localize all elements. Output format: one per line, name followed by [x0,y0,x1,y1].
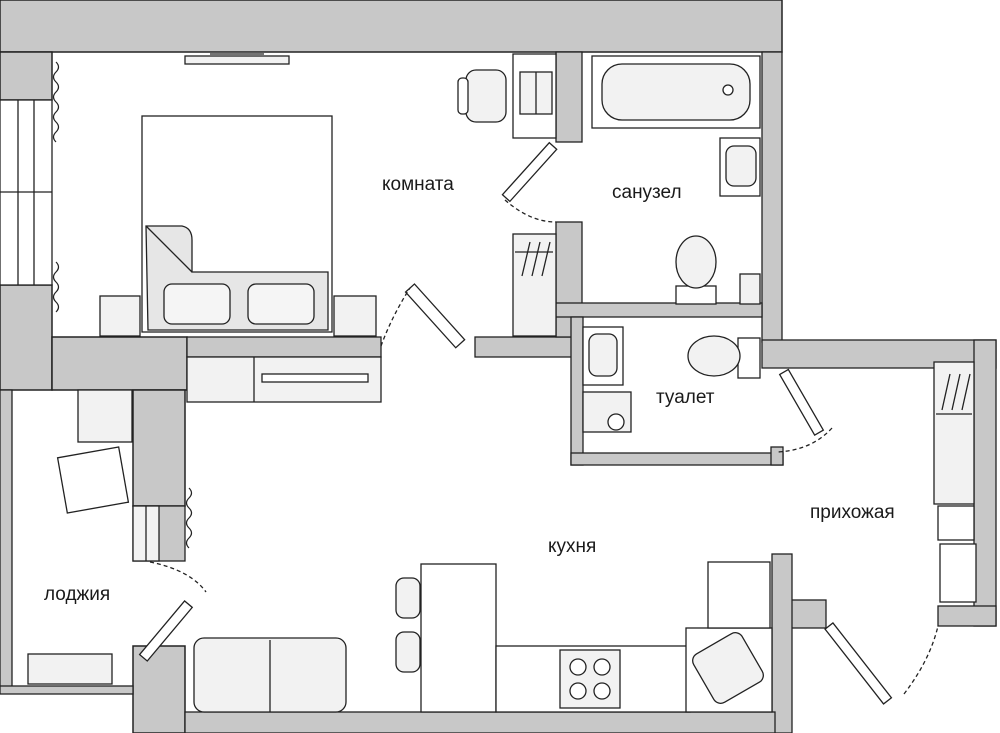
wall-left-upper [0,51,53,101]
loggia-left-rail [0,389,13,694]
door-loggia[interactable] [138,600,194,662]
pillow-right [247,283,315,325]
bathroom-fixtures [591,55,761,305]
bar-stool-2 [395,631,421,673]
wall-kitchen-bottom [184,711,776,733]
toilet-bowl [737,337,761,379]
wall-left-lower [0,284,53,391]
curtains [52,61,193,549]
label-room: комната [382,174,454,195]
wall-top [0,0,783,53]
partition-bath-right [761,51,783,343]
label-hallway: прихожая [810,502,895,523]
wardrobe-room [512,233,557,337]
nightstand-right [333,295,377,337]
door-room[interactable] [404,283,466,349]
kitchen-furniture [27,389,773,713]
wall-room-bottom-left [51,336,188,391]
label-kitchen: кухня [548,536,596,557]
label-loggia: лоджия [44,584,110,605]
partition-toilet-right [770,446,784,466]
washer [739,273,761,305]
tv [184,55,290,65]
loggia-bottom-rail [0,685,134,695]
bar-stool-1 [395,577,421,619]
room-furniture [99,53,557,403]
windows [0,99,160,562]
nightstand-left [99,295,141,337]
hall-pouf [937,505,975,541]
partition-bath-toilet [555,302,763,318]
pillow-left [163,283,231,325]
door-entrance[interactable] [824,622,893,705]
partition-room-bottom [186,336,382,358]
doors [138,141,939,705]
label-bathroom: санузел [612,182,682,203]
partition-bath-left-top [555,51,583,143]
cooktop [559,649,621,709]
shoe-rack [939,543,977,603]
wall-kitchen-right [771,553,793,733]
door-bathroom[interactable] [501,141,558,203]
walls [0,0,783,733]
door-toilet[interactable] [778,368,825,437]
washing-machine [582,391,632,433]
partition-toilet-bottom [570,452,784,466]
bath-toilet [675,285,717,305]
wall-column [132,389,186,507]
toilet-fixtures [582,326,761,433]
fridge [707,561,771,629]
wall-kitchen-bottom-left [132,645,186,733]
partition-room-bottom-right [474,336,586,358]
loggia-newspaper [77,389,133,443]
hallway-furniture [933,361,977,603]
desk-chair [465,69,507,123]
wall-hall-bottom [937,605,997,627]
loggia-chair [56,446,130,514]
partition-toilet-left [570,316,584,466]
cabinet-loggia [27,653,113,685]
wall-hall-right [973,339,997,627]
bar-counter [420,563,497,713]
label-toilet: туалет [656,387,715,408]
